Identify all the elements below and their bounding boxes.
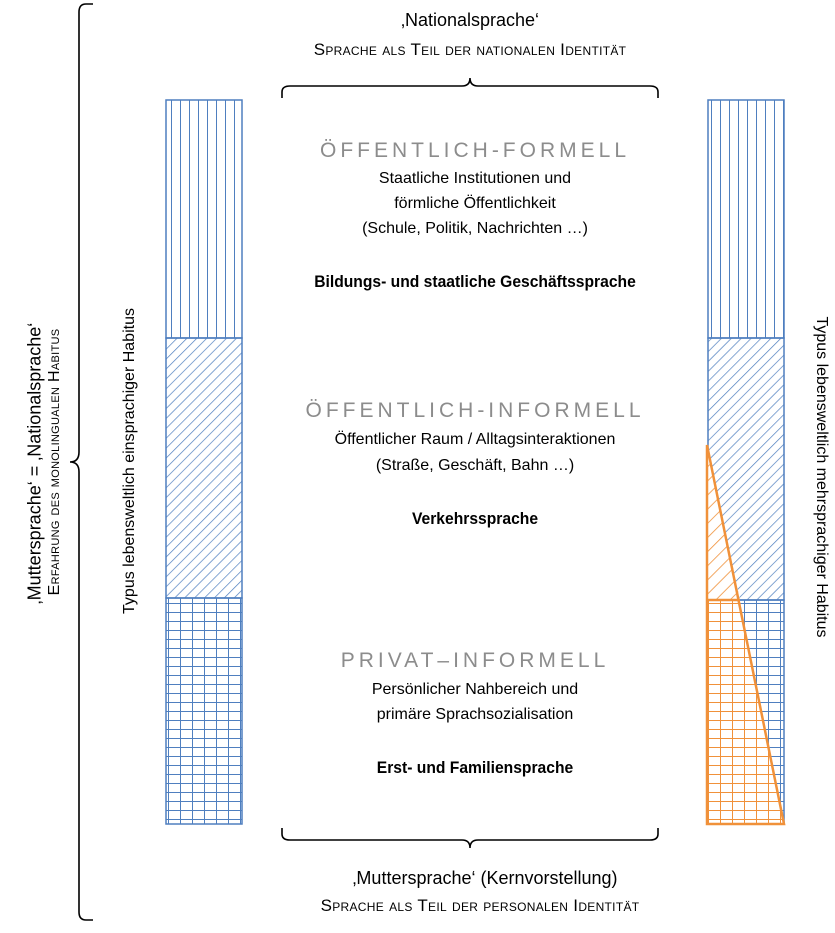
bottom-bracket	[281, 828, 659, 849]
left-side-line1: ‚Muttersprache‘ = ‚Nationalsprache‘	[24, 322, 45, 605]
bottom-subtitle: Sprache als Teil der personalen Identitä…	[320, 896, 640, 915]
section-text-line: förmliche Öffentlichkeit	[394, 195, 556, 212]
outer-left-bracket	[69, 3, 93, 921]
section-text-line: (Schule, Politik, Nachrichten …)	[362, 220, 588, 237]
right-bar-label: Typus lebensweltlich mehrsprachiger Habi…	[813, 316, 830, 638]
orange-overlay-triangle	[705, 444, 786, 826]
section-text-line: (Straße, Geschäft, Bahn …)	[375, 457, 575, 474]
section-heading-oeffentlich-informell: ÖFFENTLICH-INFORMELL	[305, 399, 645, 422]
top-bracket	[281, 77, 659, 98]
left-bar-label: Typus lebensweltlich einsprachiger Habit…	[121, 308, 138, 614]
top-title: ‚Nationalsprache‘	[400, 10, 540, 30]
left-habitus-bar	[165, 99, 243, 825]
section-bold-label: Erst- und Familiensprache	[376, 758, 574, 777]
section-bold-label: Verkehrssprache	[411, 509, 539, 528]
section-heading-privat-informell: PRIVAT–INFORMELL	[340, 649, 610, 672]
section-heading-oeffentlich-formell: ÖFFENTLICH-FORMELL	[319, 139, 630, 162]
bottom-title: ‚Muttersprache‘ (Kernvorstellung)	[352, 868, 618, 888]
section-bold-label: Bildungs- und staatliche Geschäftssprach…	[314, 272, 636, 291]
section-text-line: Persönlicher Nahbereich und	[371, 681, 579, 698]
top-subtitle: Sprache als Teil der nationalen Identitä…	[313, 40, 627, 59]
section-text-line: Staatliche Institutionen und	[378, 170, 572, 187]
section-text-line: Öffentlicher Raum / Alltagsinteraktionen	[334, 431, 616, 448]
section-text-line: primäre Sprachsozialisation	[376, 706, 574, 723]
left-side-line2: Erfahrung des monolingualen Habitus	[46, 328, 63, 596]
